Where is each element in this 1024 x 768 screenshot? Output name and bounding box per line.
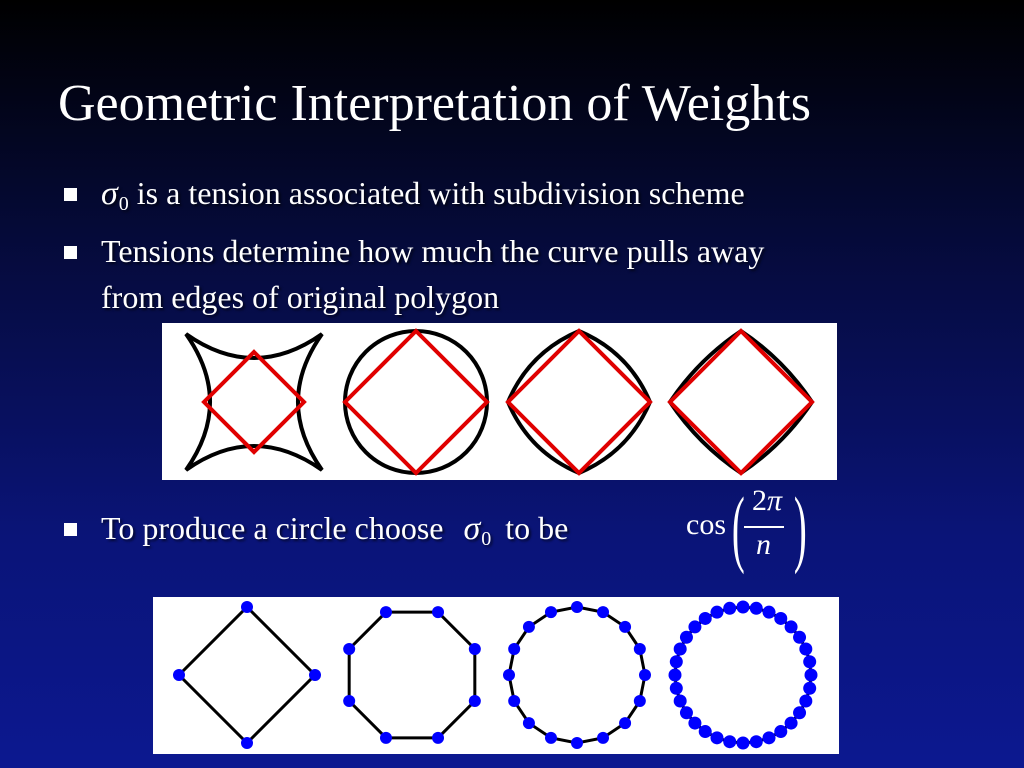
control-polygon-4	[176, 604, 318, 746]
fraction-bar	[744, 526, 784, 528]
bullet-3-text: To produce a circle choose σ0 to be	[101, 505, 568, 562]
vertex-point	[669, 681, 683, 695]
circle-curve	[343, 329, 489, 475]
cos-function: cos	[686, 508, 726, 541]
cos-formula: cos ( 2π n )	[686, 484, 816, 574]
sigma-subscript: 0	[481, 528, 492, 550]
vertex-point	[379, 606, 392, 619]
vertex-point	[749, 735, 763, 749]
page-title: Geometric Interpretation of Weights	[58, 75, 811, 132]
near-diamond-curve	[667, 328, 815, 476]
formula-denominator: n	[756, 528, 771, 561]
vertex-point	[571, 601, 583, 613]
tension-figure-svg	[184, 328, 815, 476]
vertex-point	[793, 630, 807, 644]
vertex-point	[803, 655, 817, 669]
vertex-point	[736, 600, 750, 614]
vertex-point	[774, 725, 788, 739]
concave-star-curve	[184, 332, 324, 472]
vertex-point	[803, 681, 817, 695]
vertex-point	[679, 706, 693, 720]
vertex-point	[468, 642, 481, 655]
vertex-point	[749, 601, 763, 615]
vertex-point	[343, 642, 356, 655]
rounded-diamond-curve	[505, 328, 653, 476]
vertex-point	[793, 706, 807, 720]
bullet-1-body: is a tension associated with subdivision…	[136, 175, 745, 211]
vertex-point	[241, 737, 253, 749]
vertex-point	[522, 620, 535, 633]
vertex-point	[784, 716, 798, 730]
vertex-point	[669, 655, 683, 669]
vertex-point	[633, 642, 646, 655]
bullet-square-icon	[64, 188, 77, 201]
vertex-point	[639, 669, 651, 681]
vertex-point	[173, 669, 185, 681]
vertex-point	[503, 669, 515, 681]
vertex-point	[379, 731, 392, 744]
vertex-point	[774, 611, 788, 625]
vertex-point	[309, 669, 321, 681]
vertex-point	[698, 725, 712, 739]
vertex-point	[619, 620, 632, 633]
vertex-point	[723, 601, 737, 615]
tension-figure-panel	[162, 323, 837, 480]
vertex-point	[688, 716, 702, 730]
vertex-point	[432, 731, 445, 744]
vertex-point	[544, 606, 557, 619]
formula-numerator: 2π	[752, 484, 783, 517]
red-diamond-polygon	[342, 328, 490, 476]
vertex-point	[508, 695, 521, 708]
vertex-point	[597, 606, 610, 619]
vertex-point	[522, 717, 535, 730]
vertex-point	[673, 642, 687, 656]
bullet-3-before: To produce a circle choose	[101, 510, 444, 546]
vertex-point	[343, 695, 356, 708]
vertex-point	[597, 731, 610, 744]
sigma-subscript: 0	[118, 193, 129, 215]
right-paren-icon: )	[793, 479, 807, 575]
vertex-point	[241, 601, 253, 613]
circle-approximation-panel	[153, 597, 839, 754]
vertex-point	[668, 668, 682, 682]
vertex-point	[679, 630, 693, 644]
vertex-point	[698, 611, 712, 625]
vertex-point	[673, 694, 687, 708]
red-diamond-polygon	[505, 328, 653, 476]
bullet-2-line2: from edges of original polygon	[101, 279, 500, 315]
vertex-point	[799, 642, 813, 656]
left-paren-icon: (	[731, 479, 745, 575]
vertex-point	[432, 606, 445, 619]
vertex-point	[799, 694, 813, 708]
vertex-point	[544, 731, 557, 744]
bullet-1-text: σ0 is a tension associated with subdivis…	[101, 170, 745, 227]
vertex-point	[508, 642, 521, 655]
bullet-2-line1: Tensions determine how much the curve pu…	[101, 233, 765, 269]
vertex-point	[633, 695, 646, 708]
red-diamond-polygon	[667, 328, 815, 476]
vertex-point	[762, 605, 776, 619]
red-diamond-polygon	[201, 349, 307, 455]
vertex-point	[784, 620, 798, 634]
sigma-symbol: σ	[463, 510, 481, 547]
vertex-point	[723, 735, 737, 749]
vertex-point	[619, 717, 632, 730]
vertex-point	[762, 731, 776, 745]
vertex-point	[571, 737, 583, 749]
bullet-square-icon	[64, 246, 77, 259]
vertex-point	[468, 695, 481, 708]
bullet-3-after: to be	[505, 510, 569, 546]
vertex-point	[710, 731, 724, 745]
bullet-square-icon	[64, 523, 77, 536]
vertex-point	[804, 668, 818, 682]
control-polygon-8	[347, 610, 477, 740]
vertex-point	[710, 605, 724, 619]
vertex-point	[688, 620, 702, 634]
sigma-symbol: σ	[101, 175, 118, 212]
circle-figure-svg	[173, 600, 818, 750]
vertex-point	[736, 736, 750, 750]
